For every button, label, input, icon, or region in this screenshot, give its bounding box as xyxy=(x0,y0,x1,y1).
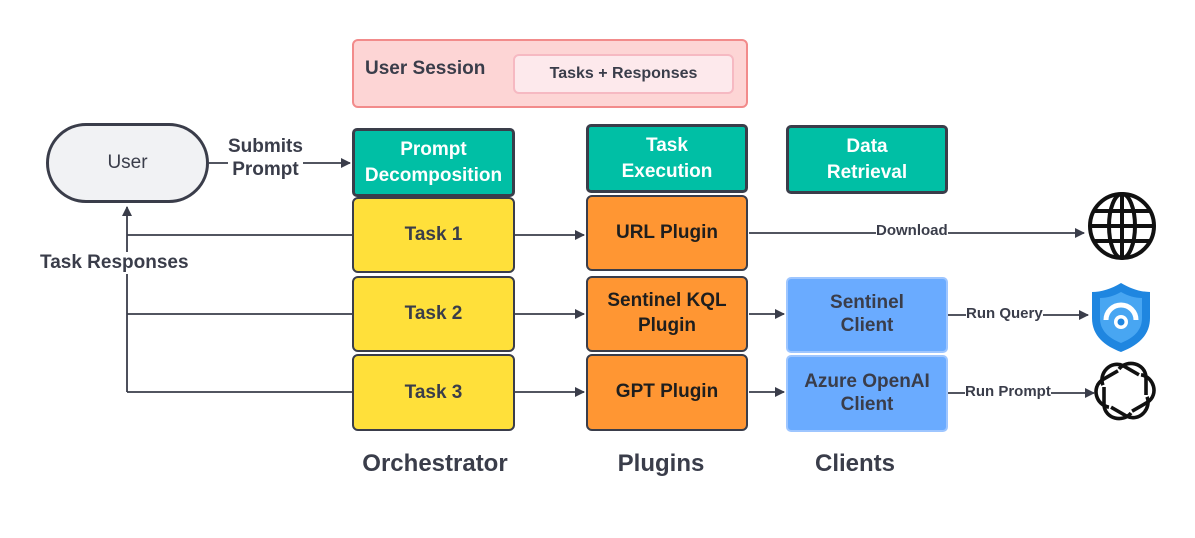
task-2-node: Task 2 xyxy=(352,276,515,352)
orchestrator-label: Orchestrator xyxy=(362,450,508,477)
plugins-label: Plugins xyxy=(617,450,705,477)
gpt-plugin-node: GPT Plugin xyxy=(586,354,748,431)
task-responses-label: Task Responses xyxy=(40,252,189,274)
openai-logo-icon xyxy=(1094,361,1156,421)
task-1-node: Task 1 xyxy=(352,197,515,273)
prompt-decomposition-header: Prompt Decomposition xyxy=(352,128,515,197)
clients-label: Clients xyxy=(814,450,895,477)
task-3-node: Task 3 xyxy=(352,354,515,431)
tasks-responses-store: Tasks + Responses xyxy=(513,54,734,94)
azure-openai-client-node: Azure OpenAI Client xyxy=(786,355,948,432)
download-label: Download xyxy=(876,222,948,239)
sentinel-shield-icon xyxy=(1092,283,1150,352)
sentinel-client-node: Sentinel Client xyxy=(786,277,948,353)
submits-prompt-label: Submits Prompt xyxy=(228,136,303,182)
data-retrieval-header: Data Retrieval xyxy=(786,125,948,194)
task-execution-header: Task Execution xyxy=(586,124,748,193)
user-session-title: User Session xyxy=(365,58,486,79)
user-node: User xyxy=(46,123,209,203)
sentinel-kql-plugin-node: Sentinel KQL Plugin xyxy=(586,276,748,352)
url-plugin-node: URL Plugin xyxy=(586,195,748,271)
run-prompt-label: Run Prompt xyxy=(965,383,1051,400)
run-query-label: Run Query xyxy=(966,305,1043,322)
globe-icon xyxy=(1088,192,1156,260)
